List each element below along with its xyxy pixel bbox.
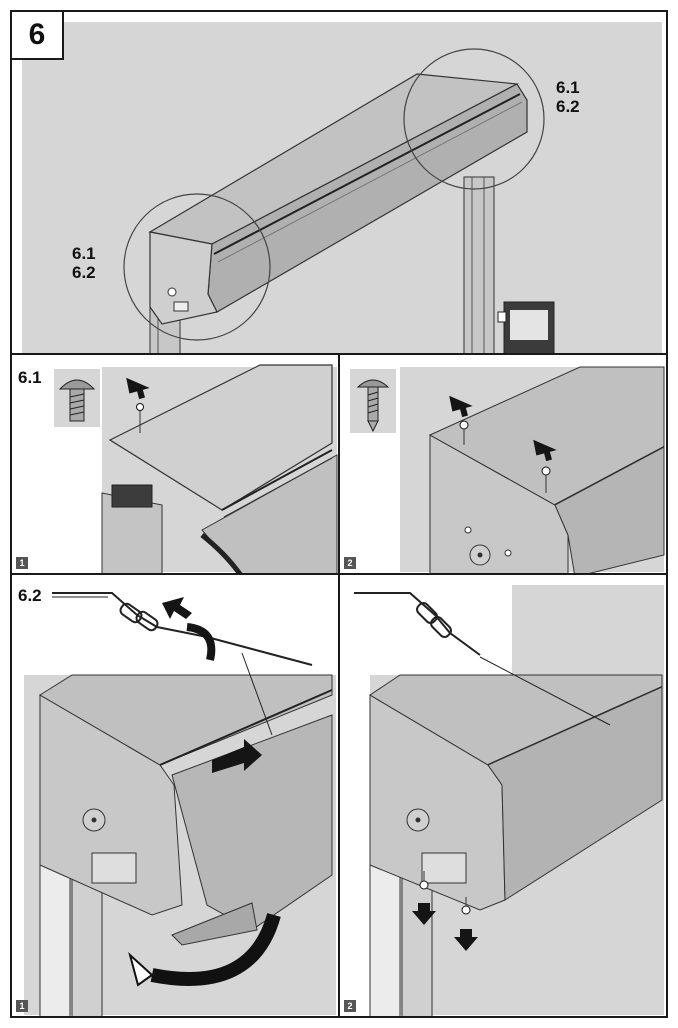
step-6-1-panel-2: 2: [338, 353, 668, 575]
step-6-2-illustration-1: [24, 592, 336, 1016]
mushroom-head-screw-icon: [54, 369, 100, 427]
overview-illustration: [22, 22, 662, 353]
up-arrow-icon: [454, 929, 478, 951]
down-arrow-icon: [449, 395, 473, 418]
push-arrow-icon: [162, 597, 192, 619]
step-6-1-illustration-2: [400, 366, 665, 573]
panel-badge: 1: [16, 557, 28, 569]
callout-right-6-2: 6.2: [556, 97, 580, 116]
step-6-1-panel-1: 6.1 1: [10, 353, 340, 575]
down-arrow-icon: [533, 439, 557, 462]
callout-right-6-1: 6.1: [556, 78, 580, 97]
step-6-2-panel-1: 6.2 1: [10, 573, 340, 1018]
down-arrow-icon: [126, 377, 150, 400]
callout-circle-right: [403, 48, 545, 190]
step-number: 6: [12, 12, 64, 60]
callout-left-6-1: 6.1: [72, 244, 96, 263]
panel-badge: 1: [16, 1000, 28, 1012]
right-arrow-icon: [212, 739, 262, 773]
overview-panel: 6 6.1 6.2 6.1 6.2: [10, 10, 668, 355]
callout-left: 6.1 6.2: [72, 244, 96, 282]
step-6-2-panel-2: 2: [338, 573, 668, 1018]
substep-label-6-2: 6.2: [18, 586, 42, 605]
substep-label-6-1: 6.1: [18, 368, 42, 387]
self-drilling-screw-icon: [350, 369, 396, 433]
callout-circle-left: [123, 193, 271, 341]
step-6-2-illustration-2: [354, 585, 664, 1016]
panel-badge: 2: [344, 557, 356, 569]
callout-right: 6.1 6.2: [556, 78, 580, 116]
up-arrow-icon: [412, 903, 436, 925]
callout-left-6-2: 6.2: [72, 263, 96, 282]
panel-badge: 2: [344, 1000, 356, 1012]
step-6-1-illustration-1: [101, 364, 338, 573]
